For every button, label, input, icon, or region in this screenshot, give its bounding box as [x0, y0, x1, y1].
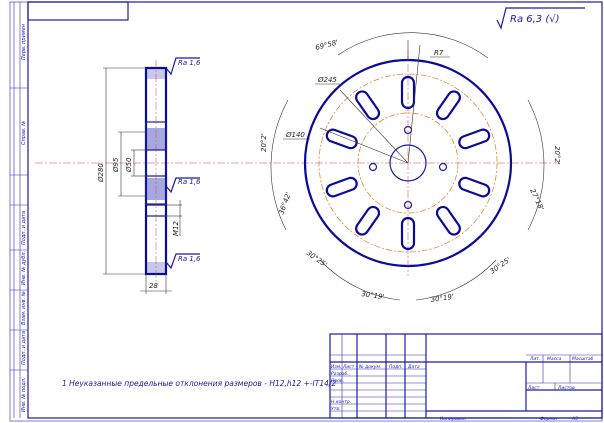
- dim-d50: Ø50: [125, 157, 133, 173]
- bolt-circle-outer: [318, 73, 498, 253]
- tb-lit: Лит.: [529, 356, 540, 362]
- strip-label-3: Подп. и дата: [21, 211, 27, 245]
- angle-left-lower: 36°42': [277, 191, 292, 216]
- dim-d280: Ø280: [97, 163, 105, 183]
- dim-m12: M12: [172, 221, 180, 236]
- tb-format-val: А3: [571, 416, 578, 422]
- angle-left-upper: 20°2': [260, 133, 268, 152]
- tb-masshtab: Масштаб: [572, 356, 594, 362]
- angle-bottom-mid-right: 30°19': [430, 293, 454, 304]
- side-view: Ø280 Ø95 Ø50 M12 28 Ra 1,6 Ra 1,6 Ra 1,6: [97, 57, 201, 294]
- slot-3: [458, 128, 491, 150]
- bolt-circle-inner: [357, 112, 459, 214]
- tb-izm: Изм.: [331, 364, 342, 370]
- tb-razrab: Разраб.: [331, 371, 349, 377]
- tb-prov: Пров.: [331, 378, 344, 384]
- dim-width: 28: [149, 282, 158, 290]
- strip-label-6: Подп. и дата: [21, 331, 27, 365]
- angle-right-lower: 27°18': [528, 187, 545, 212]
- slot-7: [355, 205, 381, 236]
- tb-ndokum: № докум.: [358, 364, 381, 370]
- strip-label-1: Перв. примен: [21, 23, 27, 60]
- tb-podp: Подп.: [389, 364, 403, 370]
- r7-label: R7: [434, 49, 444, 57]
- tb-nkontr: Н.контр.: [331, 399, 351, 405]
- front-view: 69°58' R7 Ø245 Ø140 20°2' 20°2' 36°42' 2…: [260, 32, 561, 304]
- strip-label-2: Справ. №: [21, 121, 27, 145]
- d245-label: Ø245: [317, 76, 337, 84]
- angle-top: 69°58': [315, 39, 340, 52]
- tb-massa: Масса: [547, 356, 562, 362]
- slot-8: [325, 176, 358, 198]
- slot-5: [435, 205, 461, 236]
- top-stamp: [27, 1, 129, 21]
- left-strip: Перв. примен Справ. № Подп. и дата Инв. …: [10, 2, 28, 418]
- outer-frame: [9, 1, 603, 422]
- strip-label-5: Взам. инв. №: [21, 291, 27, 325]
- tb-format: Формат: [540, 416, 559, 422]
- tb-data: Дата: [407, 364, 420, 370]
- tb-utv: Утв.: [331, 406, 340, 412]
- ra-label-bottom: Ra 1,6: [178, 255, 201, 263]
- radial-slots: [325, 75, 491, 251]
- slot-6: [400, 216, 416, 251]
- tb-listov: Листов: [557, 385, 575, 391]
- slot-10: [355, 90, 381, 121]
- inner-frame: [27, 1, 603, 419]
- title-block: Изм. Лист № докум. Подп. Дата Разраб. Пр…: [329, 333, 603, 422]
- angle-bottom-left: 30°25': [305, 249, 329, 269]
- ra-label-mid: Ra 1,6: [178, 178, 201, 186]
- slot-9: [325, 128, 358, 150]
- tb-list: Лист: [342, 364, 355, 370]
- tb-list2: Лист: [527, 385, 540, 391]
- angle-right-upper: 20°2': [553, 146, 561, 165]
- slot-2: [435, 90, 461, 121]
- small-hole-left: [368, 162, 378, 172]
- strip-label-7: Инв. № подл.: [21, 378, 27, 413]
- small-hole-right: [438, 162, 448, 172]
- tb-kopiroval: Копировал: [440, 416, 466, 422]
- general-note: 1 Неуказанные предельные отклонения разм…: [62, 379, 336, 388]
- d140-label: Ø140: [285, 131, 305, 139]
- ra-label-top: Ra 1,6: [178, 59, 201, 67]
- angle-bottom-mid-left: 30°19': [361, 290, 385, 301]
- slot-4: [458, 176, 491, 198]
- roughness-text: Ra 6,3 (√): [510, 14, 560, 25]
- strip-label-4: Инв. № дубл.: [21, 251, 27, 285]
- slot-1: [400, 75, 416, 110]
- roughness-symbol: Ra 6,3 (√): [496, 7, 585, 30]
- dim-d95: Ø95: [112, 157, 120, 173]
- angle-bottom-right: 30°25': [489, 256, 513, 276]
- hatch-upper-hub: [147, 128, 165, 150]
